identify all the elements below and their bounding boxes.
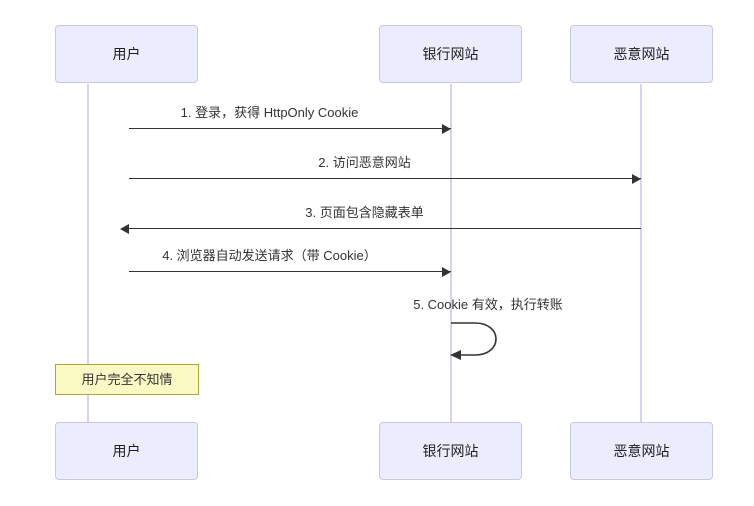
- message-selfloop-5: [450, 322, 497, 360]
- lifeline-evil: [640, 84, 642, 422]
- message-arrowhead-1: [442, 124, 451, 134]
- message-label-1: 1. 登录，获得 HttpOnly Cookie: [180, 105, 359, 120]
- participant-box-user-top[interactable]: 用户: [55, 25, 198, 83]
- participant-label-bank-bottom: 银行网站: [422, 443, 479, 459]
- note-user-unaware: 用户完全不知情: [55, 364, 199, 395]
- message-label-2: 2. 访问恶意网站: [318, 155, 411, 170]
- participant-label-user-top: 用户: [112, 46, 141, 62]
- message-label-3: 3. 页面包含隐藏表单: [305, 205, 424, 220]
- participant-box-bank-bottom[interactable]: 银行网站: [379, 422, 522, 480]
- participant-label-bank-top: 银行网站: [422, 46, 479, 62]
- message-line-1: [129, 128, 451, 129]
- message-line-2: [129, 178, 641, 179]
- note-label: 用户完全不知情: [81, 372, 173, 387]
- message-label-4: 4. 浏览器自动发送请求（带 Cookie）: [162, 248, 377, 263]
- participant-label-user-bottom: 用户: [112, 443, 141, 459]
- participant-box-evil-bottom[interactable]: 恶意网站: [570, 422, 713, 480]
- participant-box-user-bottom[interactable]: 用户: [55, 422, 198, 480]
- participant-box-evil-top[interactable]: 恶意网站: [570, 25, 713, 83]
- message-line-4: [129, 271, 451, 272]
- message-arrowhead-3: [120, 224, 129, 234]
- message-arrowhead-2: [632, 174, 641, 184]
- message-line-3: [129, 228, 641, 229]
- participant-box-bank-top[interactable]: 银行网站: [379, 25, 522, 83]
- message-arrowhead-4: [442, 267, 451, 277]
- participant-label-evil-top: 恶意网站: [613, 46, 670, 62]
- lifeline-bank: [450, 84, 452, 422]
- message-label-5: 5. Cookie 有效，执行转账: [413, 297, 563, 312]
- lifeline-user: [87, 84, 89, 422]
- participant-label-evil-bottom: 恶意网站: [613, 443, 670, 459]
